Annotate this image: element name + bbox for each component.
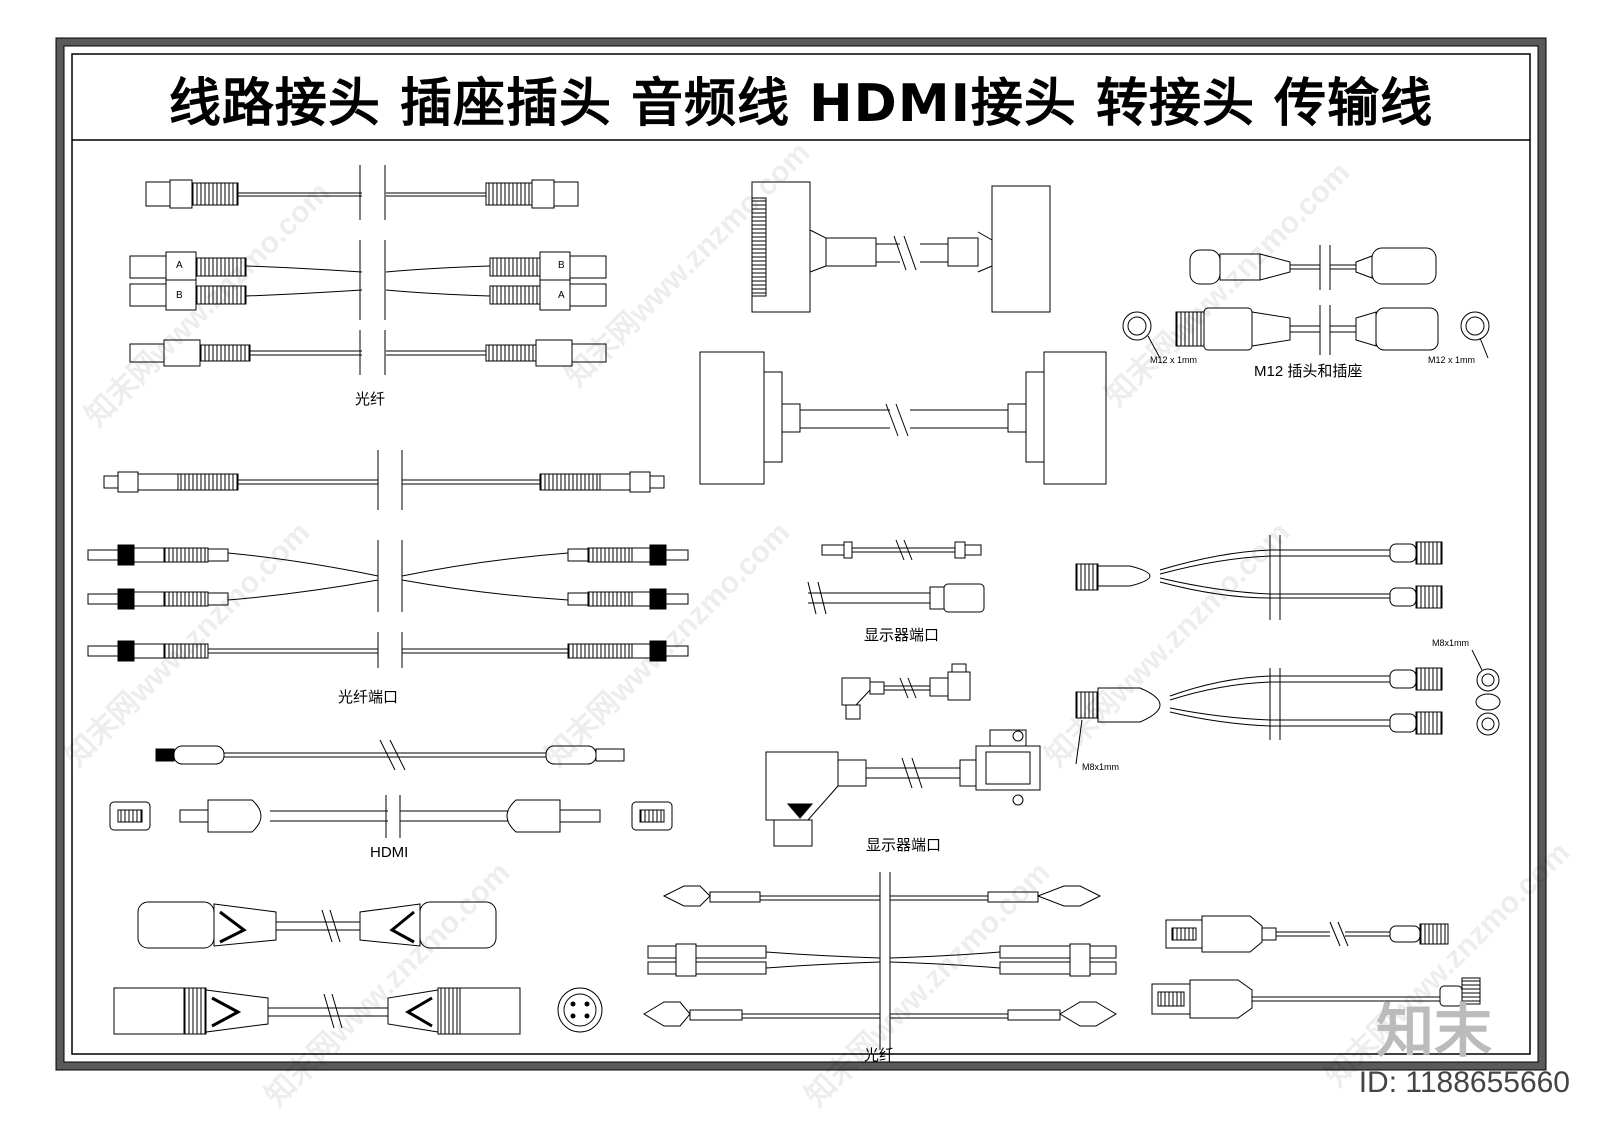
fiber-duplex-sc-cable: [129, 251, 607, 311]
label-m12-right: M12 x 1mm: [1428, 355, 1476, 365]
svg-text:B: B: [558, 260, 565, 271]
xlr-cable-bottom: [113, 987, 603, 1035]
scsi-cable-bottom: [699, 351, 1107, 485]
duplex-ab-marks: A B B A: [176, 260, 565, 301]
displayport-rightangle-large: [765, 729, 1041, 847]
label-m12-caption: M12 插头和插座: [1254, 363, 1363, 380]
svg-text:A: A: [558, 290, 565, 301]
m12-cable-top: [1189, 245, 1437, 290]
brand-logo: 知末: [1376, 997, 1493, 1065]
mini-displayport-cable: [821, 539, 982, 561]
label-fiber-top: 光纤: [355, 390, 386, 408]
fiber-st-cable: [103, 450, 665, 510]
label-m8-top: M8x1mm: [1432, 638, 1470, 648]
fiber-port-twin-cable: [87, 540, 689, 612]
label-display-port-2: 显示器端口: [866, 836, 942, 854]
sheet-title: 线路接头 插座插头 音频线 HDMI接头 转接头 传输线: [168, 73, 1434, 134]
hdmi-thin-cable: [155, 739, 625, 771]
usb-cable-bottom: [1151, 977, 1481, 1019]
label-fiber-bottom: 光纤: [864, 1046, 895, 1064]
label-fiber-port: 光纤端口: [338, 688, 399, 706]
image-id: ID: 1188655660: [1358, 1066, 1570, 1099]
scsi-cable-top: [751, 181, 1051, 313]
break-marks-top: [359, 165, 386, 375]
fiber-lc-cable: [145, 179, 579, 209]
hdmi-thick-cable: [109, 795, 673, 838]
label-m12-left: M12 x 1mm: [1150, 355, 1198, 365]
fiber-lc-duplex-bottom-cable: [647, 943, 1117, 977]
displayport-straight-cable: [807, 581, 985, 615]
fiber-lc-bottom-cable-1: [662, 885, 1102, 907]
label-display-port-1: 显示器端口: [864, 626, 940, 644]
label-hdmi: HDMI: [370, 844, 409, 861]
svg-text:B: B: [176, 290, 183, 301]
break-marks-bottom: [879, 872, 891, 1050]
m12-cable-bottom: [1122, 305, 1490, 359]
displayport-rightangle-small: [841, 663, 971, 720]
fiber-sc-cable: [129, 339, 607, 367]
label-m8-left: M8x1mm: [1082, 762, 1120, 772]
xlr-cable-top: [137, 901, 497, 949]
usb-cable-top: [1165, 915, 1449, 953]
m8-y-splitter-top: [1075, 535, 1443, 620]
m8-y-splitter-bottom: [1075, 649, 1501, 765]
fiber-lc-bottom-cable-2: [643, 1001, 1117, 1027]
fiber-port-single-cable: [87, 632, 689, 668]
svg-text:A: A: [176, 260, 183, 271]
